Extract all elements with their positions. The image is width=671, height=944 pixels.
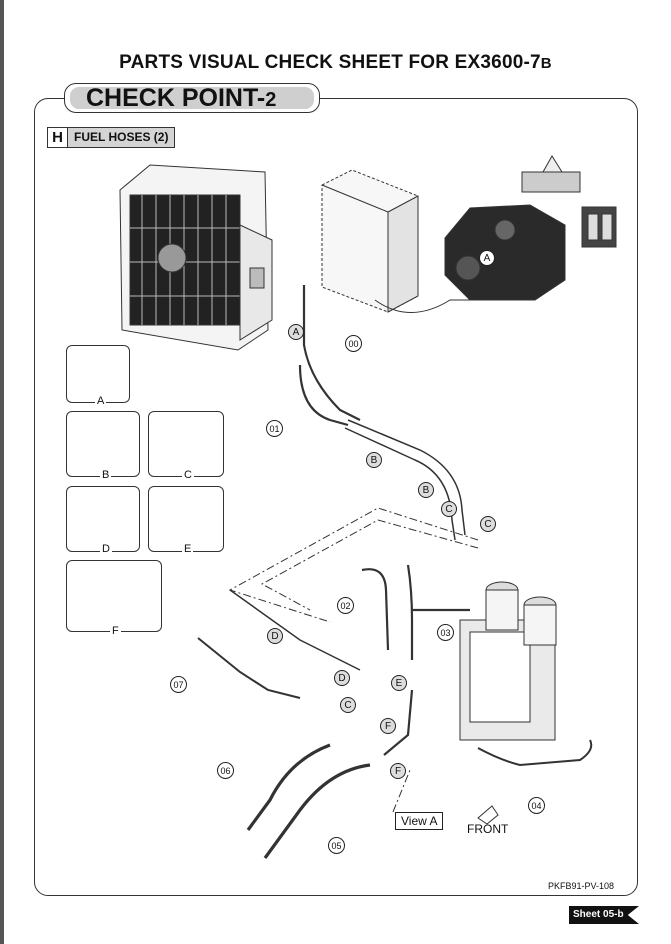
checkpoint-title: CHECK POINT-2 xyxy=(86,84,277,112)
filter-assembly-illustration xyxy=(459,581,557,741)
bracket-detail-d xyxy=(66,486,140,552)
bracket-detail-c xyxy=(148,411,224,477)
bracket-label-d: D xyxy=(100,543,112,555)
hose-callout-02: 02 xyxy=(337,597,354,614)
diagram-letter-d2: D xyxy=(334,670,350,686)
view-marker-a-radiator: A xyxy=(288,324,304,340)
middle-hose-lines xyxy=(361,564,470,660)
checkpoint-tab xyxy=(64,83,320,113)
diagram-letter-f2: F xyxy=(390,763,406,779)
diagram-letter-c2: C xyxy=(480,516,496,532)
view-a-box: View A xyxy=(395,812,444,830)
lower-hose-lines xyxy=(246,743,371,859)
hose-callout-04: 04 xyxy=(528,797,545,814)
hose-callout-06: 06 xyxy=(217,762,234,779)
hose-callout-01: 01 xyxy=(266,420,283,437)
bracket-label-a: A xyxy=(95,395,107,407)
content-frame xyxy=(34,98,638,896)
front-label: FRONT xyxy=(467,822,509,836)
sheet-label: Sheet 05-b xyxy=(569,906,639,924)
radiator-illustration xyxy=(119,164,273,351)
engine-illustration xyxy=(374,155,617,313)
section-label: FUEL HOSES (2) xyxy=(68,128,175,147)
hose-callout-00: 00 xyxy=(345,335,362,352)
section-letter: H xyxy=(48,128,68,147)
bracket-label-b: B xyxy=(100,469,112,481)
hose-callout-03: 03 xyxy=(437,624,454,641)
diagram-letter-c3: C xyxy=(340,697,356,713)
section-header: H FUEL HOSES (2) xyxy=(47,127,176,148)
bracket-label-c: C xyxy=(182,469,194,481)
diagram-letter-d1: D xyxy=(267,628,283,644)
diagram-letter-f1: F xyxy=(380,718,396,734)
page-title: PARTS VISUAL CHECK SHEET FOR EX3600-7B xyxy=(119,52,552,73)
bracket-detail-b xyxy=(66,411,140,477)
bracket-label-e: E xyxy=(182,543,194,555)
diagram-letter-c1: C xyxy=(441,501,457,517)
upper-hose-lines xyxy=(298,285,361,427)
hose-callout-05: 05 xyxy=(328,837,345,854)
hose-callout-07: 07 xyxy=(170,676,187,693)
page-left-edge xyxy=(0,0,4,944)
view-marker-a-engine: A xyxy=(479,250,495,266)
bracket-detail-f xyxy=(66,560,162,632)
bracket-detail-a xyxy=(66,345,130,403)
diagram-letter-e: E xyxy=(391,675,407,691)
drawing-code: PKFB91-PV-108 xyxy=(548,881,615,891)
diagram-letter-b2: B xyxy=(418,482,434,498)
bracket-label-f: F xyxy=(110,625,121,637)
bracket-detail-e xyxy=(148,486,224,552)
fuel-tank-illustration xyxy=(321,169,419,313)
diagram-letter-b1: B xyxy=(366,452,382,468)
